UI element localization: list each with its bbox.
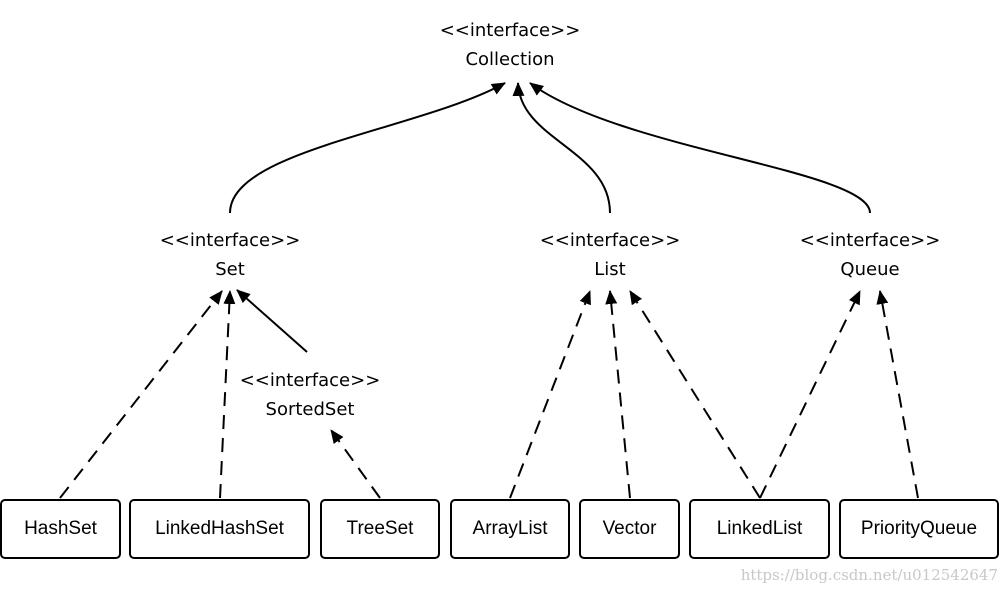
stereotype-label: <<interface>> bbox=[159, 230, 301, 251]
edge-list-to-collection bbox=[512, 82, 611, 214]
class-linkedlist: LinkedList bbox=[689, 499, 830, 559]
interface-list: <<interface>> List bbox=[538, 226, 682, 284]
class-hashset: HashSet bbox=[0, 499, 121, 559]
edge-linkedhashset-to-set bbox=[219, 290, 236, 499]
watermark-text: https://blog.csdn.net/u012542647 bbox=[740, 566, 998, 584]
stereotype-label: <<interface>> bbox=[439, 20, 581, 41]
edge-hashset-to-set bbox=[59, 290, 223, 499]
class-vector: Vector bbox=[579, 499, 680, 559]
edge-linkedlist-to-queue bbox=[759, 290, 861, 499]
edge-set-to-collection bbox=[229, 82, 506, 214]
interface-name: SortedSet bbox=[265, 399, 355, 420]
stereotype-label: <<interface>> bbox=[239, 370, 381, 391]
interface-sortedset: <<interface>> SortedSet bbox=[238, 366, 382, 424]
stereotype-label: <<interface>> bbox=[539, 230, 681, 251]
interface-collection: <<interface>> Collection bbox=[438, 16, 582, 74]
edge-linkedlist-to-list bbox=[629, 290, 761, 499]
class-priorityqueue: PriorityQueue bbox=[839, 499, 999, 559]
edge-priorityqueue-to-queue bbox=[876, 290, 919, 499]
interface-queue: <<interface>> Queue bbox=[798, 226, 942, 284]
interface-name: List bbox=[594, 259, 626, 280]
edge-queue-to-collection bbox=[529, 82, 871, 214]
edge-vector-to-list bbox=[605, 290, 631, 499]
class-linkedhashset: LinkedHashSet bbox=[129, 499, 310, 559]
edge-sortedset-to-set bbox=[236, 289, 308, 353]
edge-arraylist-to-list bbox=[509, 290, 591, 499]
edge-treeset-to-sortedset bbox=[330, 429, 381, 499]
class-treeset: TreeSet bbox=[320, 499, 440, 559]
interface-set: <<interface>> Set bbox=[158, 226, 302, 284]
class-arraylist: ArrayList bbox=[450, 499, 570, 559]
interface-name: Collection bbox=[465, 49, 555, 70]
interface-name: Set bbox=[215, 259, 245, 280]
stereotype-label: <<interface>> bbox=[799, 230, 941, 251]
interface-name: Queue bbox=[840, 259, 900, 280]
